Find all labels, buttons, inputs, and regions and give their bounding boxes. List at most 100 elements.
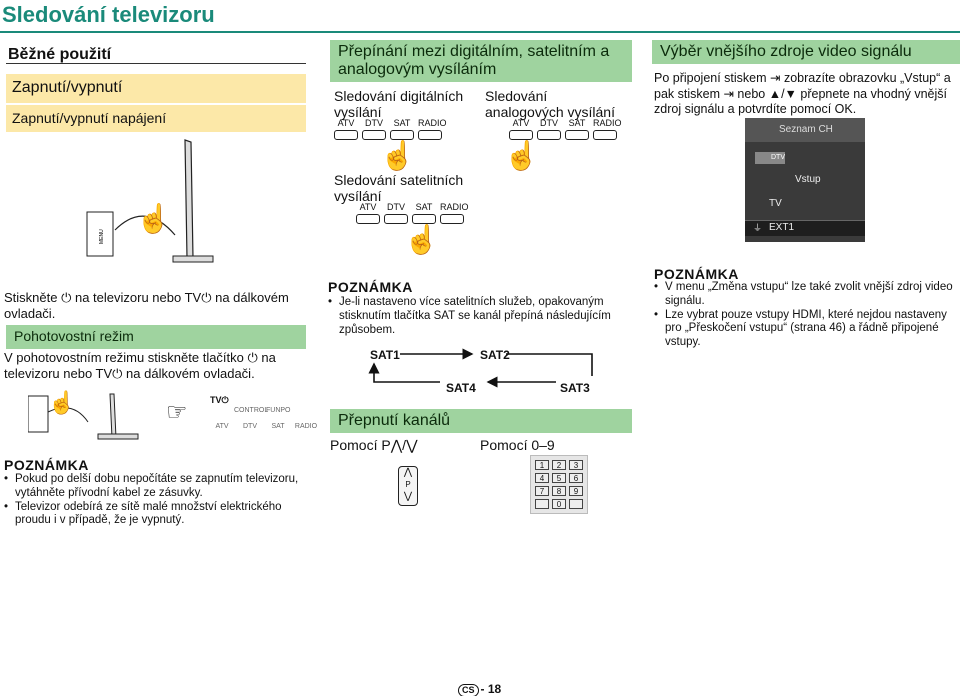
pointing-hand-icon: ☝ (404, 224, 439, 255)
notes-col2: Je-li nastaveno více satelitních služeb,… (328, 296, 628, 337)
using-p-label: Pomocí P⋀/⋁ (330, 437, 418, 453)
digit-key[interactable]: 0 (552, 499, 566, 509)
remote-sat-label: SAT (271, 423, 285, 430)
bar-standby: Pohotovostní režim (6, 325, 306, 349)
button-label: ATV (337, 118, 355, 128)
bar-power-supply: Zapnutí/vypnutí napájení (6, 105, 306, 132)
digit-key[interactable]: 1 (535, 460, 549, 470)
satellite-label: Sledování satelitních vysílání (334, 172, 464, 205)
tv-side-illustration: MENU (86, 139, 214, 263)
pointing-hand-icon: ☝ (136, 203, 171, 234)
note-title-col2: POZNÁMKA (328, 279, 413, 295)
page-footer: CS- 18 (458, 682, 501, 696)
digit-key[interactable]: 4 (535, 473, 549, 483)
note-item: V menu „Změna vstupu“ lze také zvolit vn… (654, 281, 960, 309)
sat3-label: SAT3 (560, 381, 590, 395)
sat-button[interactable] (390, 129, 414, 140)
pointing-hand-icon: ☞ (166, 399, 188, 426)
notes-col1: Pokud po delší dobu nepočítáte se zapnut… (4, 473, 304, 528)
note-item: Televizor odebírá ze sítě malé množství … (4, 501, 304, 529)
chevron-down-icon: ⋁ (403, 491, 413, 502)
digit-key[interactable]: 5 (552, 473, 566, 483)
atv-button[interactable] (509, 129, 533, 140)
language-badge: CS (458, 684, 479, 696)
page-number: - 18 (480, 682, 502, 696)
note-title-col3: POZNÁMKA (654, 266, 739, 282)
page-title: Sledování televizoru (2, 2, 215, 27)
dtv-button[interactable] (362, 129, 386, 140)
note-title-col1: POZNÁMKA (4, 457, 89, 473)
radio-button[interactable] (440, 213, 464, 224)
standby-instruction: V pohotovostním režimu stiskněte tlačítk… (4, 350, 276, 381)
radio-button[interactable] (593, 129, 617, 140)
button-label: SAT (415, 202, 433, 212)
analog-label: Sledování analogových vysílání (485, 88, 615, 121)
sat-button[interactable] (412, 213, 436, 224)
sat4-label: SAT4 (446, 381, 476, 395)
remote-radio-label: RADIO (294, 423, 318, 430)
channel-up-down-button[interactable]: ⋀ P ⋁ (398, 466, 418, 506)
button-label: RADIO (593, 118, 622, 128)
analog-buttons: ATV DTV SAT RADIO (509, 118, 622, 140)
osd-ext1-option[interactable]: EXT1 (769, 222, 795, 233)
pointing-hand-icon: ☝ (48, 390, 76, 415)
notes-col3: V menu „Změna vstupu“ lze také zvolit vn… (654, 281, 960, 350)
osd-channel-list-title: Seznam CH (745, 118, 865, 142)
button-label: RADIO (418, 118, 447, 128)
digital-buttons: ATV DTV SAT RADIO (334, 118, 447, 140)
section-heading-basic: Běžné použití (8, 46, 112, 63)
digit-key[interactable]: 9 (569, 486, 583, 496)
button-label: ATV (512, 118, 530, 128)
pointing-hand-icon: ☝ (504, 140, 539, 171)
dtv-button[interactable] (384, 213, 408, 224)
remote-tv-label: TV⏻ (210, 395, 229, 405)
button-label: DTV (387, 202, 405, 212)
bar-power-on-off: Zapnutí/vypnutí (6, 74, 306, 103)
button-label: SAT (568, 118, 586, 128)
digit-key[interactable]: 2 (552, 460, 566, 470)
button-label: DTV (365, 118, 383, 128)
dtv-button[interactable] (537, 129, 561, 140)
note-item: Lze vybrat pouze vstupy HDMI, které nejd… (654, 309, 960, 350)
button-label: ATV (359, 202, 377, 212)
power-instruction: Stiskněte ⏻ na televizoru nebo TV⏻ na dá… (4, 290, 289, 321)
atv-button[interactable] (334, 129, 358, 140)
pointing-hand-icon: ☝ (380, 140, 415, 171)
digit-key[interactable]: 8 (552, 486, 566, 496)
section-rule (6, 63, 306, 64)
key-blank[interactable] (569, 499, 583, 509)
using-digits-label: Pomocí 0–9 (480, 437, 555, 453)
satellite-buttons: ATV DTV SAT RADIO (356, 202, 469, 224)
sat2-label: SAT2 (480, 348, 510, 362)
sat-cycle-diagram (368, 348, 593, 388)
remote-dtv-label: DTV (243, 423, 257, 430)
button-label: SAT (393, 118, 411, 128)
bar-channel-switch: Přepnutí kanálů (330, 409, 632, 433)
remote-funpo-label: FUNPO (266, 407, 291, 414)
digit-key[interactable]: 7 (535, 486, 549, 496)
note-item: Je-li nastaveno více satelitních služeb,… (328, 296, 628, 337)
input-select-screen: Seznam CH DTV Vstup TV ⏚ EXT1 (745, 118, 865, 242)
remote-atv-label: ATV (215, 423, 229, 430)
bar-external-source: Výběr vnějšího zdroje video signálu (652, 40, 960, 64)
atv-button[interactable] (356, 213, 380, 224)
osd-tv-option[interactable]: TV (769, 198, 782, 209)
osd-input-title: Vstup (795, 174, 821, 185)
remote-illustration: ☞ TV⏻ CONTROL FUNPO ATV DTV SAT RADIO (166, 395, 317, 440)
key-blank[interactable] (535, 499, 549, 509)
radio-button[interactable] (418, 129, 442, 140)
digital-label: Sledování digitálních vysílání (334, 88, 464, 121)
title-rule (0, 31, 960, 33)
number-keypad: 1 2 3 4 5 6 7 8 9 0 (530, 455, 588, 514)
button-label: RADIO (440, 202, 469, 212)
digit-key[interactable]: 6 (569, 473, 583, 483)
plug-icon: ⏚ (753, 223, 763, 233)
external-source-instruction: Po připojení stiskem ⇥ zobrazíte obrazov… (654, 71, 951, 117)
sat-button[interactable] (565, 129, 589, 140)
osd-dtv-chip: DTV (755, 152, 785, 164)
bar-broadcast-switching: Přepínání mezi digitálním, satelitním a … (330, 40, 632, 82)
note-item: Pokud po delší dobu nepočítáte se zapnut… (4, 473, 304, 501)
sat1-label: SAT1 (370, 348, 400, 362)
remote-control-label: CONTROL (234, 407, 269, 414)
digit-key[interactable]: 3 (569, 460, 583, 470)
